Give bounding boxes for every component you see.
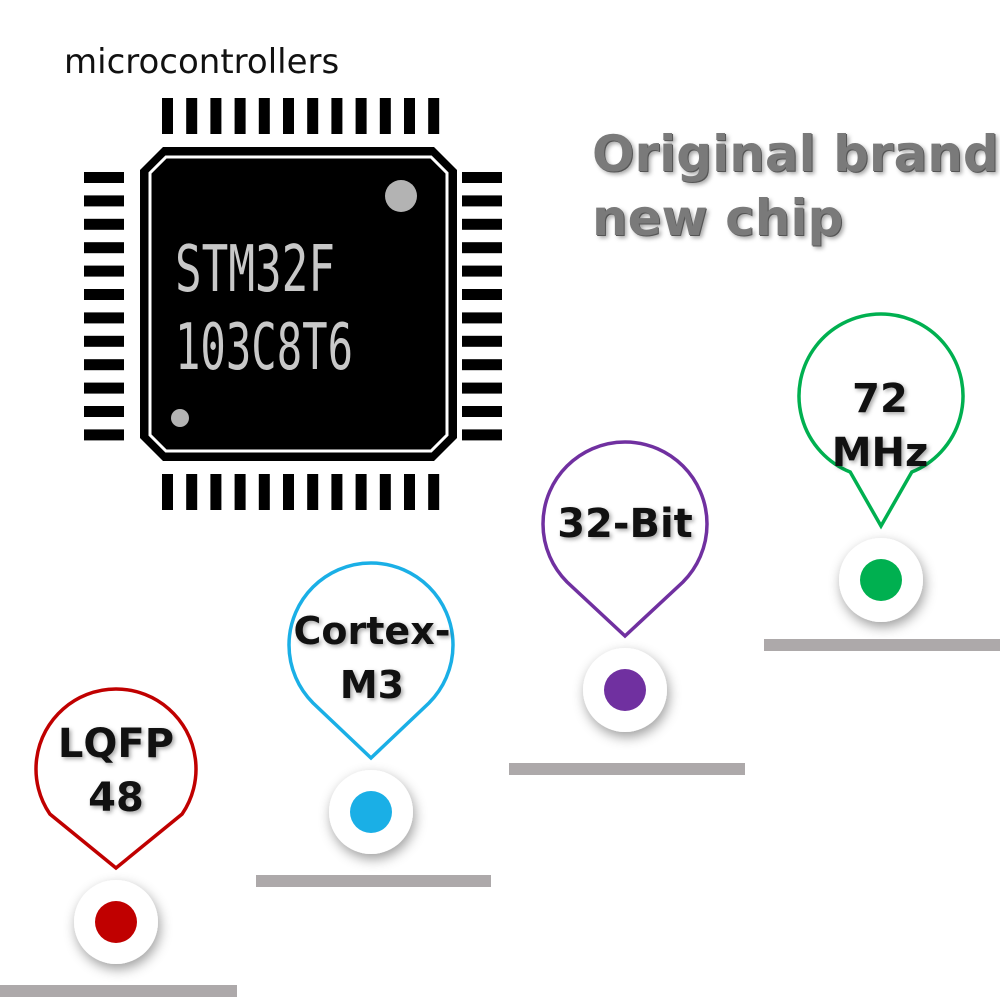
chip-pin xyxy=(84,195,124,207)
chip-pin xyxy=(186,98,198,134)
chip-pin xyxy=(355,474,367,510)
chip-outline xyxy=(148,155,449,453)
feature-label-lqfp: LQFP 48 xyxy=(36,717,196,825)
feature-pin-dot xyxy=(350,791,392,833)
chip-pin xyxy=(462,429,502,441)
chip-dot-large xyxy=(385,180,417,212)
step-bar-2 xyxy=(256,875,491,887)
chip-pins-left xyxy=(84,172,124,441)
chip-pin xyxy=(331,474,343,510)
feature-pin-outline xyxy=(34,687,198,871)
feature-pin-dot xyxy=(604,669,646,711)
chip-pin xyxy=(84,335,124,347)
step-bar-1 xyxy=(0,985,237,997)
feature-pin-dot xyxy=(860,559,902,601)
chip-pin xyxy=(234,474,246,510)
feature-pin-outline xyxy=(541,440,709,639)
chip-pin xyxy=(84,265,124,277)
chip-pins-right xyxy=(462,172,502,441)
chip-pin xyxy=(462,406,502,417)
chip-pin xyxy=(462,242,502,254)
chip-pin xyxy=(462,335,502,347)
chip-pin xyxy=(84,172,124,183)
chip-pin xyxy=(84,359,124,371)
chip-pin xyxy=(462,312,502,324)
chip-pin xyxy=(84,406,124,417)
slogan-line2: new chip xyxy=(592,189,844,247)
step-bar-3 xyxy=(509,763,745,775)
feature-label-lqfp-line1: LQFP xyxy=(57,721,175,767)
slogan-line1: Original brand xyxy=(592,125,999,183)
chip-pin xyxy=(404,474,415,510)
chip-pin xyxy=(84,312,124,324)
chip-marking-line1: STM32F xyxy=(175,233,335,307)
feature-label-speed: 72 MHz xyxy=(800,372,960,480)
chip-pin xyxy=(84,429,124,441)
feature-label-speed-line1: 72 xyxy=(852,376,908,422)
chip-pin xyxy=(379,98,391,134)
chip-marking-line2: 103C8T6 xyxy=(175,311,353,385)
feature-pin-outline xyxy=(797,312,965,530)
feature-pin-dot xyxy=(95,901,137,943)
chip-pin xyxy=(283,474,294,510)
chip-pin xyxy=(84,242,124,254)
chip-pin xyxy=(162,98,173,134)
caption: microcontrollers xyxy=(64,42,340,82)
chip-pin xyxy=(307,98,319,134)
chip-pin xyxy=(462,265,502,277)
chip-pin xyxy=(462,218,502,230)
feature-pins xyxy=(34,312,965,964)
feature-label-bits: 32-Bit xyxy=(545,497,705,551)
feature-label-cortex-line1: Cortex- xyxy=(293,609,451,653)
chip-pin xyxy=(84,218,124,230)
feature-pin-outline xyxy=(287,561,455,761)
chip-pin xyxy=(331,98,343,134)
chip-pin xyxy=(162,474,173,510)
chip-pin xyxy=(462,359,502,371)
chip-pin xyxy=(258,474,270,510)
chip-pin xyxy=(462,172,502,183)
chip-dot-small xyxy=(171,409,189,427)
chip-pins-bottom xyxy=(162,474,440,510)
step-bar-4 xyxy=(764,639,1000,651)
chip-pin xyxy=(84,382,124,394)
slogan: Original brand new chip xyxy=(592,122,999,250)
chip-body xyxy=(140,147,457,461)
feature-label-lqfp-line2: 48 xyxy=(88,775,144,821)
feature-label-speed-line2: MHz xyxy=(831,430,929,476)
chip-pin xyxy=(210,474,222,510)
chip-pin xyxy=(462,195,502,207)
chip-pin xyxy=(307,474,319,510)
feature-label-bits-line1: 32-Bit xyxy=(557,501,693,547)
chip-pin xyxy=(462,289,502,300)
chip-pins-top xyxy=(162,98,440,134)
chip-pin xyxy=(234,98,246,134)
chip-pin xyxy=(84,289,124,300)
chip-pin xyxy=(462,382,502,394)
feature-label-cortex: Cortex- M3 xyxy=(292,604,452,712)
chip-pin xyxy=(258,98,270,134)
feature-label-cortex-line2: M3 xyxy=(339,663,405,707)
chip-pin xyxy=(355,98,367,134)
chip-pin xyxy=(283,98,294,134)
chip-pin xyxy=(210,98,222,134)
chip-pin xyxy=(186,474,198,510)
chip-pin xyxy=(379,474,391,510)
chip-pin xyxy=(404,98,415,134)
chip-pin xyxy=(428,98,440,134)
chip-pin xyxy=(428,474,440,510)
